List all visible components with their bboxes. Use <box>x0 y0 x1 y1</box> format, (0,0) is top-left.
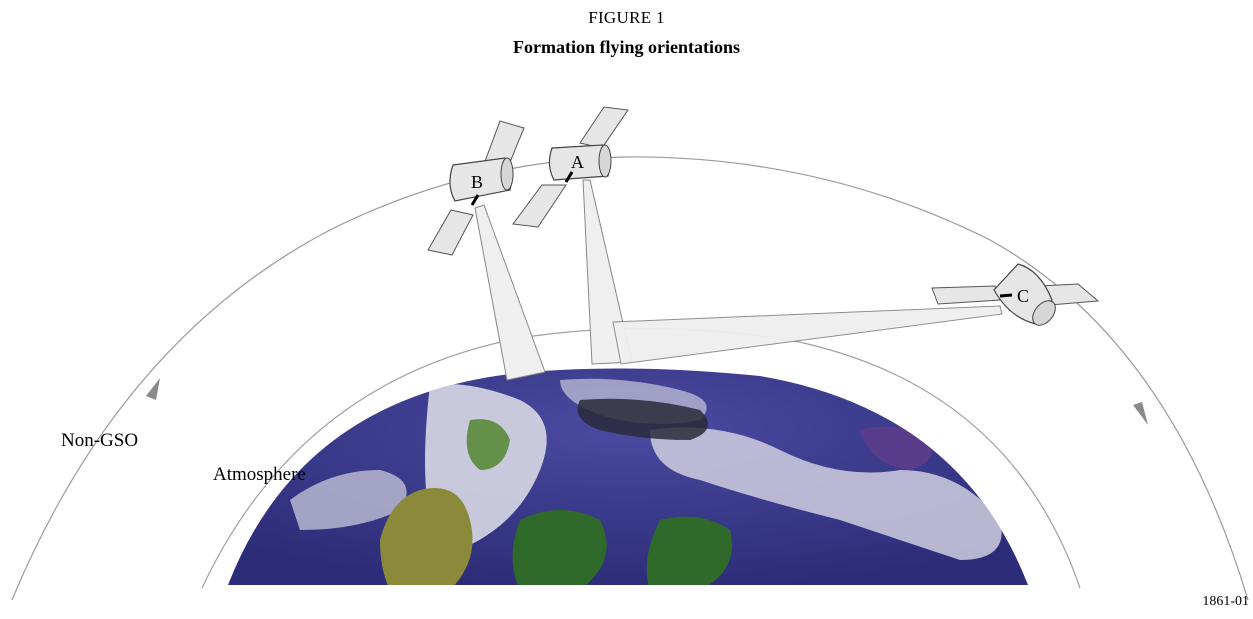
solar-panel <box>512 184 567 228</box>
non-gso-label: Non-GSO <box>61 430 138 451</box>
figure-number: FIGURE 1 <box>588 8 665 27</box>
antenna <box>564 171 574 183</box>
atmosphere-label: Atmosphere <box>213 464 306 485</box>
non-gso-orbit <box>11 156 1249 601</box>
satellite-body-end <box>1032 300 1056 326</box>
figure-title: Formation flying orientations <box>513 37 740 57</box>
cloud-band <box>290 470 407 530</box>
cloud-band <box>650 427 1002 560</box>
antenna <box>999 293 1013 298</box>
orbit-arrow-right <box>1133 402 1148 425</box>
beam-b <box>474 204 546 381</box>
land-mass <box>860 426 933 470</box>
satellite-b: B <box>427 120 525 256</box>
satellite-a-label: A <box>571 152 584 172</box>
land-mass <box>646 516 732 585</box>
satellite-body-end <box>598 144 612 178</box>
solar-panel <box>931 285 1001 305</box>
satellite-body-end <box>500 157 514 191</box>
beam-c <box>612 305 1003 365</box>
solar-panel <box>427 209 474 256</box>
antenna <box>470 194 480 206</box>
satellite-c: C <box>931 263 1100 326</box>
solar-panel <box>579 106 629 149</box>
satellite-a: A <box>512 106 629 228</box>
earth <box>228 368 1028 585</box>
figure-code: 1861-01 <box>1202 594 1249 609</box>
land-mass <box>512 510 607 585</box>
land-mass <box>380 488 473 585</box>
satellite-c-label: C <box>1017 286 1029 306</box>
orbit-arrow-left <box>146 378 160 400</box>
land-mass <box>466 419 510 470</box>
satellite-b-label: B <box>471 172 483 192</box>
land-mass <box>577 398 708 440</box>
